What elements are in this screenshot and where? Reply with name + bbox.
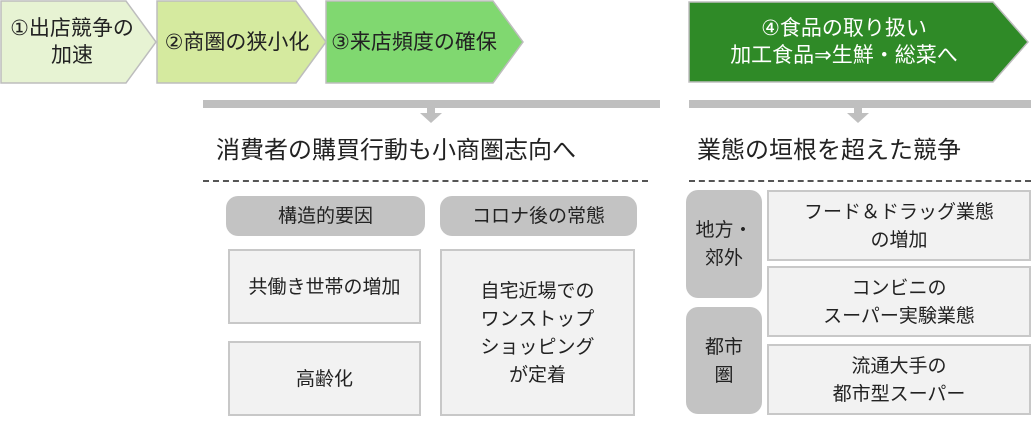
right-arrow-stem: [854, 108, 862, 114]
step-2-chevron: ②商圏の狭小化: [156, 0, 328, 84]
item-dual-income: 共働き世帯の増加: [228, 249, 421, 324]
item-aging: 高齢化: [228, 341, 421, 416]
item-food-drug: フード＆ドラッグ業態 の増加: [767, 190, 1031, 261]
category-structural: 構造的要因: [226, 196, 425, 236]
step-3-label: ③来店頻度の確保: [331, 29, 497, 54]
item-one-stop-shopping: 自宅近場での ワンストップ ショッピング が定着: [440, 249, 635, 416]
item-urban-super: 流通大手の 都市型スーパー: [767, 344, 1031, 415]
right-bracket-bar: [689, 100, 1031, 108]
region-rural-suburban: 地方・ 郊外: [686, 190, 762, 298]
left-down-arrow-icon: [420, 113, 442, 123]
step-3-chevron: ③来店頻度の確保: [325, 0, 525, 84]
step-4-label: ④食品の取り扱い 加工食品⇒生鮮・総菜へ: [730, 16, 958, 67]
left-heading: 消費者の購買行動も小商圏志向へ: [216, 136, 576, 164]
step-1-label: ①出店競争の 加速: [10, 16, 134, 67]
step-4-chevron: ④食品の取り扱い 加工食品⇒生鮮・総菜へ: [688, 1, 1030, 83]
item-convenience-super: コンビニの スーパー実験業態: [767, 266, 1031, 337]
step-1-chevron: ①出店競争の 加速: [0, 0, 158, 84]
left-bracket-bar: [203, 100, 660, 108]
left-arrow-stem: [427, 108, 435, 114]
right-heading: 業態の垣根を超えた競争: [697, 136, 961, 164]
right-down-arrow-icon: [847, 113, 869, 123]
region-urban: 都市 圏: [686, 307, 762, 414]
right-divider: [689, 180, 1031, 182]
left-divider: [203, 180, 648, 182]
category-post-covid: コロナ後の常態: [440, 196, 637, 236]
step-2-label: ②商圏の狭小化: [164, 29, 310, 54]
